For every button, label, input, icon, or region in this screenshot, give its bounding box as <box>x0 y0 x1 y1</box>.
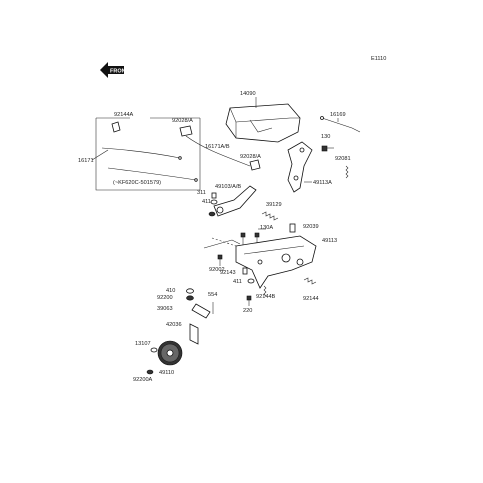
label-130A: 130A <box>260 225 273 231</box>
bracket-49113A <box>287 141 313 193</box>
label-92144: 92144 <box>303 296 319 302</box>
label-16171AB: 16171A/B <box>205 144 230 150</box>
front-arrow-icon: FRONT <box>100 62 130 78</box>
label-39063: 39063 <box>157 306 173 312</box>
label-49103AB: 49103/A/B <box>215 184 241 190</box>
label-92200: 92200 <box>157 295 173 301</box>
plate-49113 <box>235 235 317 289</box>
label-16171: 16171 <box>78 158 94 164</box>
label-92028A-2: 92028/A <box>240 154 261 160</box>
label-49113: 49113 <box>322 238 337 244</box>
washer-13107 <box>150 347 158 353</box>
label-92028A-1: 92028/A <box>172 118 193 124</box>
label-note: (~KF620C-501579) <box>113 180 161 186</box>
label-554: 554 <box>208 292 217 298</box>
label-49110: 49110 <box>159 370 174 376</box>
cover-14090 <box>225 103 301 143</box>
cable-inset-box <box>95 117 201 191</box>
clip-92028A-top <box>179 125 193 137</box>
bolt-220 <box>246 295 252 306</box>
lever-49103AB <box>213 185 257 217</box>
label-411-2: 411 <box>233 279 242 285</box>
label-14090: 14090 <box>240 91 256 97</box>
bolt-92002 <box>217 254 223 266</box>
label-92143: 92143 <box>220 270 236 276</box>
front-badge-label: FRONT <box>110 69 130 75</box>
label-92002: 92002 <box>209 267 225 273</box>
collar-92143 <box>242 267 248 275</box>
shaft-42036 <box>189 323 199 345</box>
label-92144B: 92144B <box>256 294 276 300</box>
label-130: 130 <box>321 134 330 140</box>
washer-411-top <box>210 199 218 205</box>
spring-92144 <box>303 277 317 285</box>
collar-92039 <box>289 223 296 233</box>
washer-92200 <box>186 295 194 301</box>
washer-92200A <box>146 369 154 375</box>
rod-16169 <box>320 116 361 133</box>
label-39129: 39129 <box>266 202 282 208</box>
label-92144A: 92144A <box>114 112 134 118</box>
washer-411-bottom <box>247 278 255 284</box>
label-16169: 16169 <box>330 112 346 118</box>
label-220: 220 <box>243 308 252 314</box>
label-42036: 42036 <box>166 322 182 328</box>
label-311: 311 <box>197 190 206 196</box>
label-92200A: 92200A <box>133 377 153 383</box>
label-49113A: 49113A <box>313 180 332 186</box>
shaft-39063 <box>191 303 211 319</box>
gear-49110 <box>157 340 183 366</box>
label-13107: 13107 <box>135 341 151 347</box>
diagram-id: E1110 <box>371 56 386 62</box>
bolt-130 <box>321 145 334 152</box>
label-411-1: 411 <box>202 199 211 205</box>
clip-92028A-mid <box>249 159 261 171</box>
collar-311 <box>211 192 217 199</box>
label-410: 410 <box>166 288 175 294</box>
label-92081: 92081 <box>335 156 351 162</box>
washer-410 <box>186 288 194 294</box>
label-92039: 92039 <box>303 224 319 230</box>
spring-92081 <box>345 165 349 179</box>
spring-39129 <box>261 211 279 221</box>
spring-92144B <box>263 285 267 297</box>
